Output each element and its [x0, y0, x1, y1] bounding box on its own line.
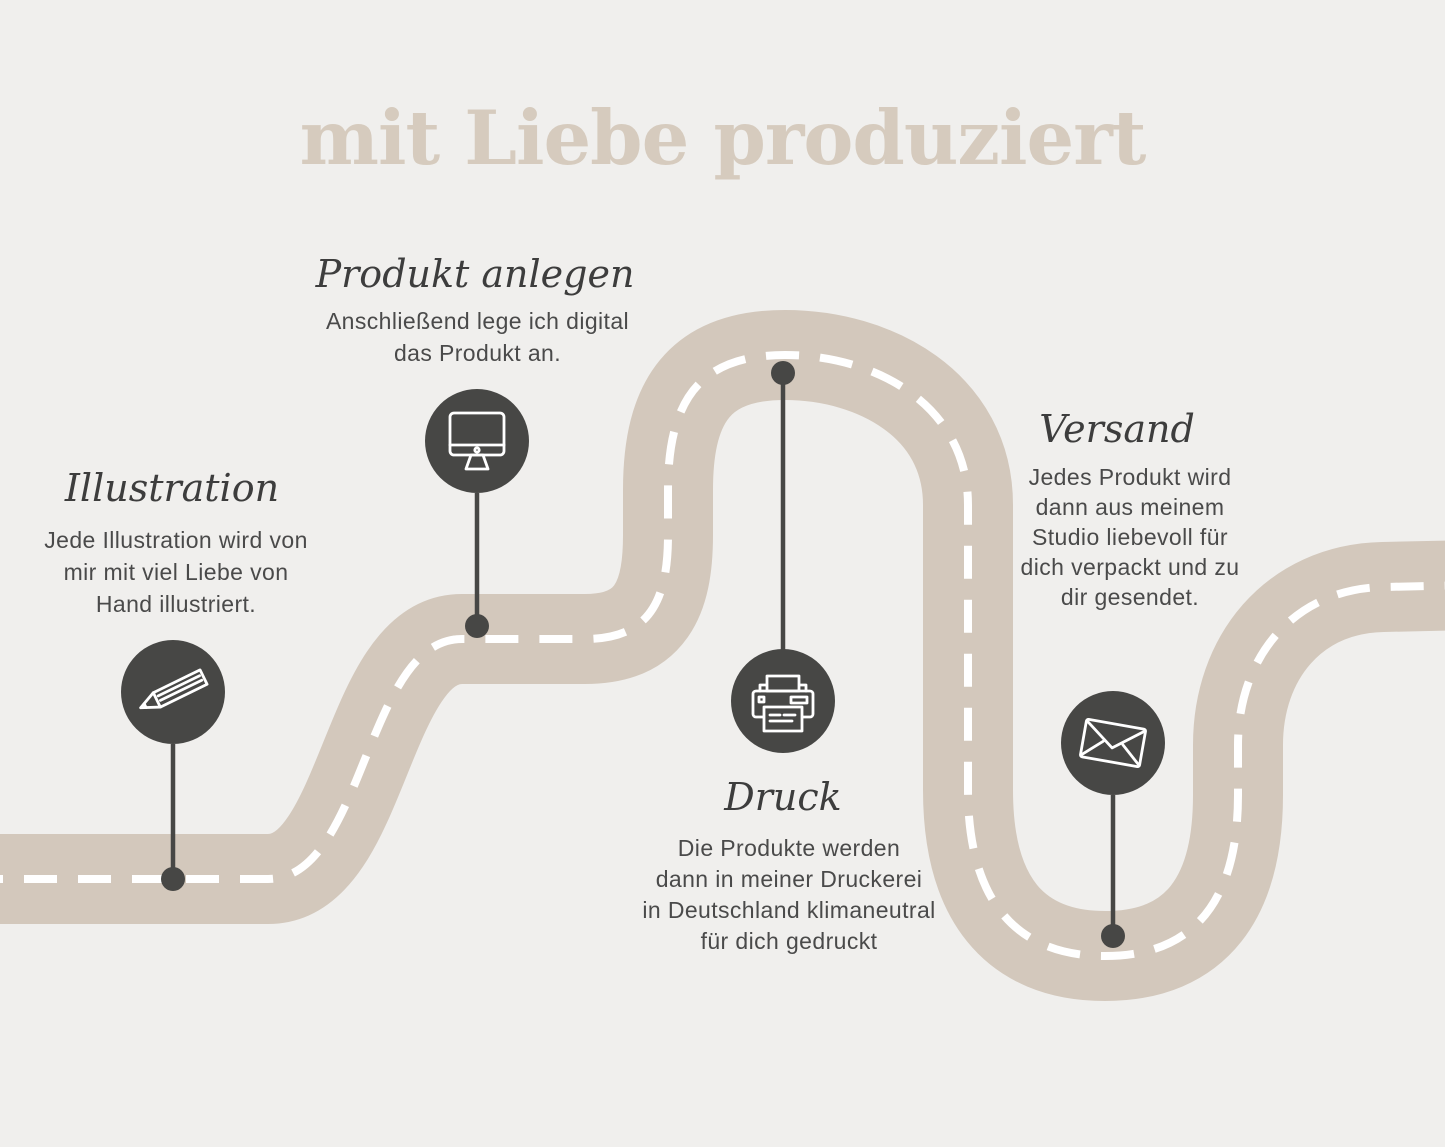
stop-dot-illustration: [161, 867, 185, 891]
body-line: Jedes Produkt wird: [1028, 464, 1232, 490]
body-line: Jede Illustration wird von: [44, 527, 308, 553]
step-body-versand: Jedes Produkt wird dann aus meinem Studi…: [985, 462, 1275, 612]
step-marker-versand: [1061, 691, 1165, 795]
body-line: dann aus meinem: [1035, 494, 1225, 520]
envelope-icon: [1079, 717, 1147, 769]
pencil-icon: [139, 668, 209, 710]
body-line: dich verpackt und zu: [1020, 554, 1240, 580]
monitor-icon: [448, 411, 506, 471]
body-line: in Deutschland klimaneutral: [642, 897, 936, 923]
body-line: Anschließend lege ich digital: [325, 308, 630, 334]
stop-dot-versand: [1101, 924, 1125, 948]
step-body-druck: Die Produkte werden dann in meiner Druck…: [609, 833, 969, 957]
printer-icon: [751, 674, 815, 733]
step-heading-produkt-anlegen: Produkt anlegen: [315, 252, 635, 296]
body-line: für dich gedruckt: [700, 928, 878, 954]
step-body-produkt-anlegen: Anschließend lege ich digital das Produk…: [290, 305, 665, 369]
page-title: mit Liebe produziert: [299, 94, 1147, 182]
body-line: Die Produkte werden: [677, 835, 901, 861]
step-marker-produkt-anlegen: [425, 389, 529, 493]
stop-dot-produkt-anlegen: [465, 614, 489, 638]
body-line: Studio liebevoll für: [1032, 524, 1228, 550]
step-body-illustration: Jede Illustration wird von mir mit viel …: [16, 524, 336, 620]
body-line: dir gesendet.: [1060, 584, 1200, 610]
road-center-dashes: [0, 350, 1445, 961]
body-line: dann in meiner Druckerei: [655, 866, 923, 892]
body-line: das Produkt an.: [393, 340, 562, 366]
step-marker-illustration: [121, 640, 225, 744]
body-line: mir mit viel Liebe von: [63, 559, 289, 585]
body-line: Hand illustriert.: [95, 591, 257, 617]
step-marker-druck: [731, 649, 835, 753]
step-heading-versand: Versand: [1039, 407, 1195, 451]
stop-dot-druck: [771, 361, 795, 385]
step-heading-illustration: Illustration: [64, 466, 280, 510]
step-heading-druck: Druck: [724, 775, 842, 819]
